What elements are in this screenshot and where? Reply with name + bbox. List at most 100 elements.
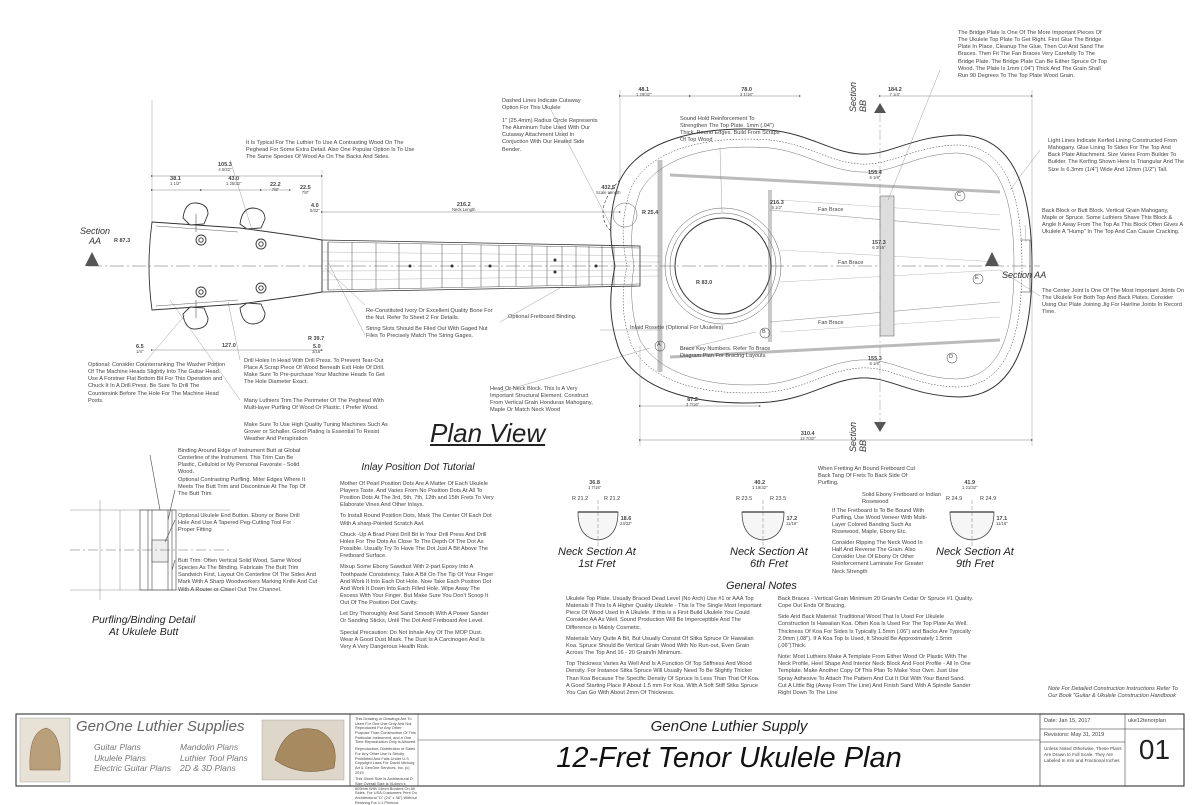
inlay-paragraph: Special Precaution: Do Not Inhale Any Of… <box>340 629 485 650</box>
units-note: Unless Noted Otherwise, These Plans Are … <box>1044 746 1122 763</box>
brace-key: D <box>949 354 953 360</box>
general-note: Note: Most Luthiers Make A Template From… <box>778 654 971 696</box>
headstock <box>148 202 323 330</box>
note-radius: 1" (25.4mm) Radius Circle Represents The… <box>502 118 598 153</box>
note-contrast-purfling: Optional Contrasting Purfling. Miter Edg… <box>178 477 306 498</box>
neck-section-title: Neck Section At 6th Fret <box>730 546 808 570</box>
note-peghead-trim: Many Luthiers Trim The Perimeter Of The … <box>244 398 384 412</box>
general-notes-left: Ukulele Top Plate. Usually Braced Dead L… <box>566 596 762 701</box>
inlay-title: Inlay Position Dot Tutorial <box>361 462 475 473</box>
dimension-label: R 87.3 <box>114 238 131 244</box>
note-headstock: It Is Typical For The Luthier To Use A C… <box>246 140 415 161</box>
note-butt-trim: Butt Trim: Often Vertical Solid Wood, Sa… <box>178 558 318 593</box>
copyright-paragraph: This Sheet Size Is Architectural D Size … <box>355 776 417 805</box>
neck-radius: R 24.9 <box>946 496 963 502</box>
note-drill-holes: Drill Holes In Head With Drill Press. To… <box>244 358 385 386</box>
dimension-lines <box>151 90 1033 446</box>
note-brace-key: Brace Key Numbers. Refer To Brace Diagra… <box>680 346 771 360</box>
dimension-label: R 39.7 <box>308 336 325 342</box>
general-notes-title: General Notes <box>726 580 797 592</box>
note-tuners: Make Sure To Use High Quality Tuning Mac… <box>244 422 388 443</box>
note-detailed: Note For Detailed Construction Instructi… <box>1048 686 1178 700</box>
general-note: Materials Vary Quite A Bit, But Usually … <box>566 635 754 657</box>
general-notes-right: Back Braces - Vertical Grain Minimum 20 … <box>778 596 974 701</box>
neck-sections <box>577 500 995 546</box>
section-bb-bottom: Section BB <box>848 421 868 452</box>
product-list-left: Guitar Plans Ukulele Plans Electric Guit… <box>94 742 171 774</box>
note-ebony: Solid Ebony Fretboard or Indian Rosewood <box>862 492 941 506</box>
note-binding: Binding Around Edge of Instrument Butt a… <box>178 448 301 476</box>
filename-field: uke12tenorplan <box>1128 718 1166 724</box>
brace-key: B <box>762 329 766 335</box>
neck-radius: R 21.2 <box>604 496 621 502</box>
fan-brace-label: Fan Brace <box>818 320 844 326</box>
fan-brace-label: Fan Brace <box>838 260 864 266</box>
brace-key: C <box>957 192 961 198</box>
neck-radius: R 24.9 <box>980 496 997 502</box>
copyright-paragraph: Reproduction, Distribution or Sales For … <box>355 746 416 775</box>
revisions-field: Revisions: May 31, 2019 <box>1044 732 1105 738</box>
copyright-notice: This Drawing or Drawings Are To Used For… <box>355 716 417 805</box>
neck-radius: R 23.5 <box>770 496 787 502</box>
section-aa-right: Section AA <box>1002 270 1047 280</box>
product-item: 2D & 3D Plans <box>180 763 236 774</box>
brace-key: A <box>657 342 661 348</box>
product-item: Luthier Tool Plans <box>180 752 248 763</box>
neck <box>321 239 661 293</box>
inlay-paragraph: Mixup Some Ebony Sawdust With 2-part Epo… <box>340 564 494 607</box>
product-item: Guitar Plans <box>94 742 141 752</box>
dimension-label: R 25.4 <box>642 210 659 216</box>
section-bb-top: Section BB <box>848 81 868 112</box>
company-name: GenOne Luthier Supplies <box>76 718 245 735</box>
neck-radius: R 23.5 <box>736 496 753 502</box>
purfling-detail-title: Purfling/Binding Detail At Ukulele Butt <box>92 614 196 638</box>
note-neck-block: Head Or Neck Block. This Is A Very Impor… <box>490 386 593 414</box>
dimension-label: 127.0 <box>222 343 236 349</box>
product-list-right: Mandolin Plans Luthier Tool Plans 2D & 3… <box>180 742 248 774</box>
general-note: Ukulele Top Plate. Usually Braced Dead L… <box>566 596 762 631</box>
date-field: Date: Jan 15, 2017 <box>1044 718 1091 724</box>
brace-key: E <box>975 275 979 281</box>
note-back-block: Back Block or Butt Block. Vertical Grain… <box>1042 208 1183 236</box>
note-countersink: Optional: Consider Counterranking The Wa… <box>88 362 226 404</box>
note-soundhole: Sound Hold Reinforcement To Strengthen T… <box>680 116 780 144</box>
neck-section-title: Neck Section At 9th Fret <box>936 546 1014 570</box>
neck-section-title: Neck Section At 1st Fret <box>558 546 636 570</box>
note-bridge-plate: The Bridge Plate Is One Of The More Impo… <box>958 30 1108 79</box>
body-outline <box>602 128 1033 404</box>
section-aa-left: Section AA <box>80 226 111 246</box>
note-kerfed: Light Lines Indicate Kerfed Lining Const… <box>1048 138 1184 173</box>
supply-name: GenOne Luthier Supply <box>650 718 808 735</box>
inlay-paragraph: To Install Round Position Dots, Mark The… <box>340 513 492 527</box>
neck-radius: R 21.2 <box>572 496 589 502</box>
product-item: Electric Guitar Plans <box>94 763 171 774</box>
fan-brace-label: Fan Brace <box>818 207 844 213</box>
note-nut: Re-Constituted Ivory Or Excellent Qualit… <box>366 308 493 322</box>
inlay-paragraph: Chuck -Up A Brad Point Drill Bit In Your… <box>340 531 488 560</box>
inlay-paragraph: Let Dry Thoroughly And Sand Smooth With … <box>340 611 489 625</box>
